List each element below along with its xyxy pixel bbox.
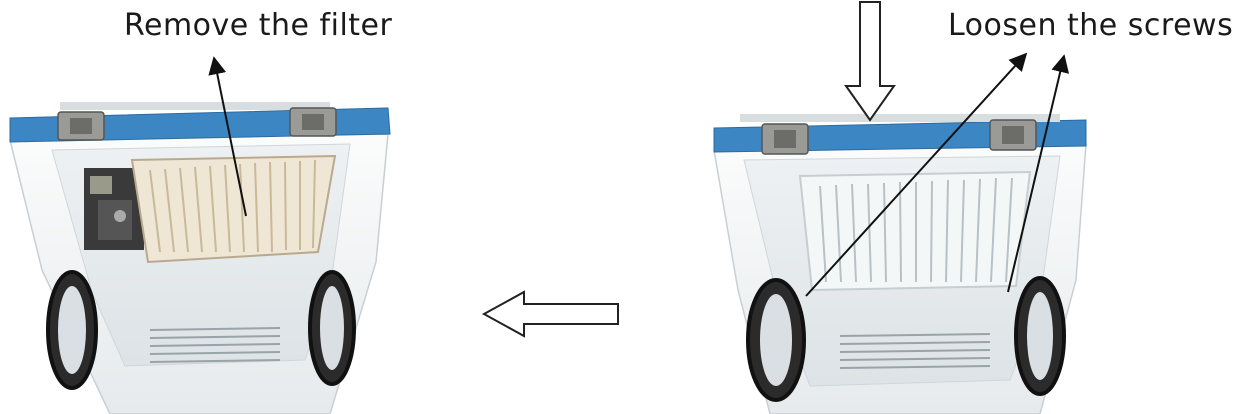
hinge-icon [290, 108, 336, 136]
arrow-left-icon [484, 292, 618, 336]
left-lid-top-edge [60, 102, 330, 110]
hinge-icon [58, 112, 104, 140]
right-unit [714, 54, 1086, 414]
right-glove-port-inner [1027, 292, 1053, 380]
right-glove-port-inner [320, 286, 344, 370]
installed-filter [800, 172, 1030, 290]
hinge-icon [762, 124, 808, 154]
left-glove-port-inner [760, 294, 792, 386]
filter-panel [132, 156, 335, 262]
arrow-down-icon [846, 2, 894, 120]
left-glove-port-inner [58, 286, 86, 374]
hinge-icon [990, 120, 1036, 150]
left-unit [10, 58, 390, 414]
